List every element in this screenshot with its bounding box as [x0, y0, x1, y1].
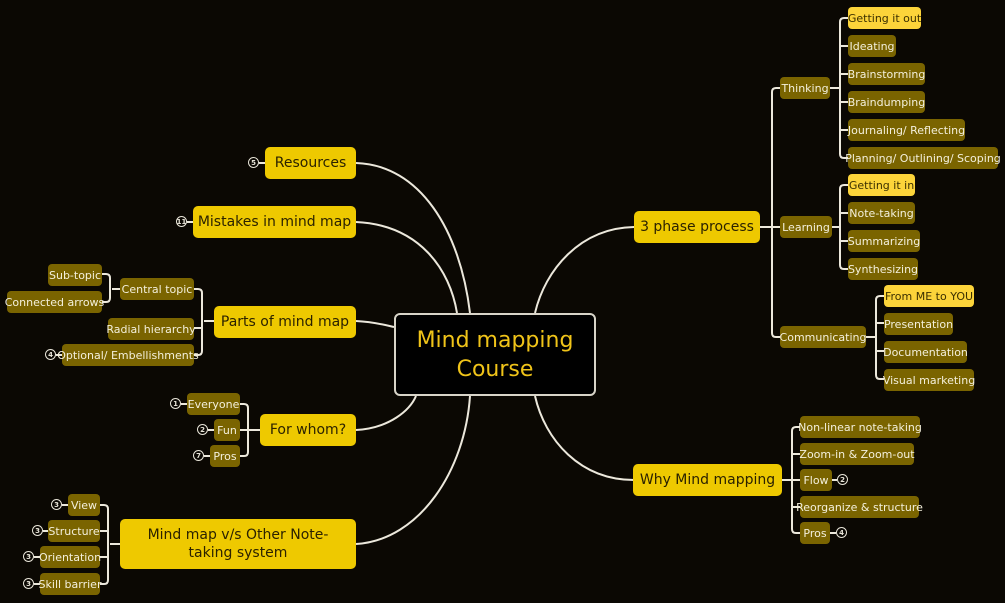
topic-documentation[interactable]: Documentation — [883, 341, 968, 363]
connector-whom-sub — [240, 403, 260, 457]
count-badge-mistakes[interactable]: 11 — [176, 216, 187, 227]
topic-versus[interactable]: Mind map v/s Other Note-taking system — [120, 519, 356, 569]
topic-optional[interactable]: Optional/ Embellishments — [57, 344, 199, 366]
topic-versus-label: Mind map v/s Other Note-taking system — [147, 527, 329, 561]
topic-communicating[interactable]: Communicating — [780, 326, 866, 348]
count-badge-view[interactable]: 3 — [51, 499, 62, 510]
topic-zoom[interactable]: Zoom-in & Zoom-out — [799, 443, 915, 465]
connector-versus-sub — [100, 504, 120, 585]
topic-resources[interactable]: Resources — [265, 147, 356, 179]
topic-pros[interactable]: Pros — [800, 522, 830, 544]
connector-whom-badges — [181, 403, 214, 457]
topic-thinking[interactable]: Thinking — [780, 77, 830, 99]
central-topic[interactable]: Mind mapping Course — [394, 313, 596, 396]
connector-why — [534, 395, 635, 481]
connector-versus — [355, 395, 471, 545]
count-badge-pros[interactable]: 4 — [836, 527, 847, 538]
connector-mistakes — [355, 221, 458, 314]
topic-fun[interactable]: Fun — [214, 419, 240, 441]
topic-braindumping[interactable]: Braindumping — [848, 91, 925, 113]
count-badge-fun[interactable]: 2 — [197, 424, 208, 435]
topic-everyone[interactable]: Everyone — [187, 393, 240, 415]
count-badge-flow[interactable]: 2 — [837, 474, 848, 485]
topic-reorganize[interactable]: Reorganize & structure — [796, 496, 923, 518]
topic-radial-hierarchy[interactable]: Radial hierarchy — [106, 318, 196, 340]
topic-mistakes[interactable]: Mistakes in mind map — [193, 206, 356, 238]
count-badge-structure[interactable]: 3 — [32, 525, 43, 536]
topic-ideating[interactable]: Ideating — [848, 35, 896, 57]
connector-learning-sub — [832, 184, 848, 270]
topic-learning[interactable]: Learning — [780, 216, 832, 238]
topic-synthesizing[interactable]: Synthesizing — [848, 258, 918, 280]
topic-note-taking[interactable]: Note-taking — [848, 202, 915, 224]
topic-brainstorming[interactable]: Brainstorming — [848, 63, 925, 85]
topic-presentation[interactable]: Presentation — [884, 313, 953, 335]
topic-planning[interactable]: Planning/ Outlining/ Scoping — [845, 147, 1001, 169]
topic-pros-whom[interactable]: Pros — [210, 445, 240, 467]
count-badge-everyone[interactable]: 1 — [170, 398, 181, 409]
topic-skill-barrier[interactable]: Skill barrier — [39, 573, 101, 595]
central-topic-line2: Course — [456, 356, 534, 382]
topic-orientation[interactable]: Orientation — [39, 546, 101, 568]
topic-non-linear[interactable]: Non-linear note-taking — [798, 416, 922, 438]
count-badge-orientation[interactable]: 3 — [23, 551, 34, 562]
connector-why-sub — [782, 426, 800, 534]
topic-sub-topic[interactable]: Sub-topic — [48, 264, 102, 286]
connector-communicating-sub — [866, 295, 884, 380]
topic-3-phase-process[interactable]: 3 phase process — [634, 211, 760, 243]
topic-from-me-to-you[interactable]: From ME to YOU — [884, 285, 974, 307]
topic-structure[interactable]: Structure — [48, 520, 100, 542]
topic-flow[interactable]: Flow — [800, 469, 832, 491]
topic-getting-it-in[interactable]: Getting it in — [848, 174, 915, 196]
connector-parts — [355, 320, 395, 328]
count-badge-pros-whom[interactable]: 7 — [193, 450, 204, 461]
topic-for-whom[interactable]: For whom? — [260, 414, 356, 446]
connector-phase-sub — [760, 87, 780, 338]
central-topic-line1: Mind mapping — [416, 327, 574, 353]
connector-whom — [355, 395, 417, 431]
count-badge-resources[interactable]: 5 — [248, 157, 259, 168]
connector-parts-sub — [194, 288, 214, 356]
topic-why-mind-mapping[interactable]: Why Mind mapping — [633, 464, 782, 496]
topic-visual-marketing[interactable]: Visual marketing — [883, 369, 975, 391]
connector-central-topic-sub — [102, 273, 120, 303]
topic-journaling[interactable]: Journaling/ Reflecting — [848, 119, 965, 141]
connector-thinking-sub — [830, 17, 848, 159]
topic-parts-of-mind-map[interactable]: Parts of mind map — [214, 306, 356, 338]
topic-view[interactable]: View — [68, 494, 100, 516]
connector-phase — [534, 226, 635, 314]
topic-getting-it-out[interactable]: Getting it out — [848, 7, 921, 29]
topic-summarizing[interactable]: Summarizing — [848, 230, 920, 252]
connector-resources — [355, 162, 471, 314]
topic-connected-arrows[interactable]: Connected arrows — [5, 291, 104, 313]
topic-central-topic[interactable]: Central topic — [120, 278, 194, 300]
connector-versus-badges — [34, 504, 68, 585]
count-badge-optional[interactable]: 4 — [45, 349, 56, 360]
count-badge-skill-barrier[interactable]: 3 — [23, 578, 34, 589]
